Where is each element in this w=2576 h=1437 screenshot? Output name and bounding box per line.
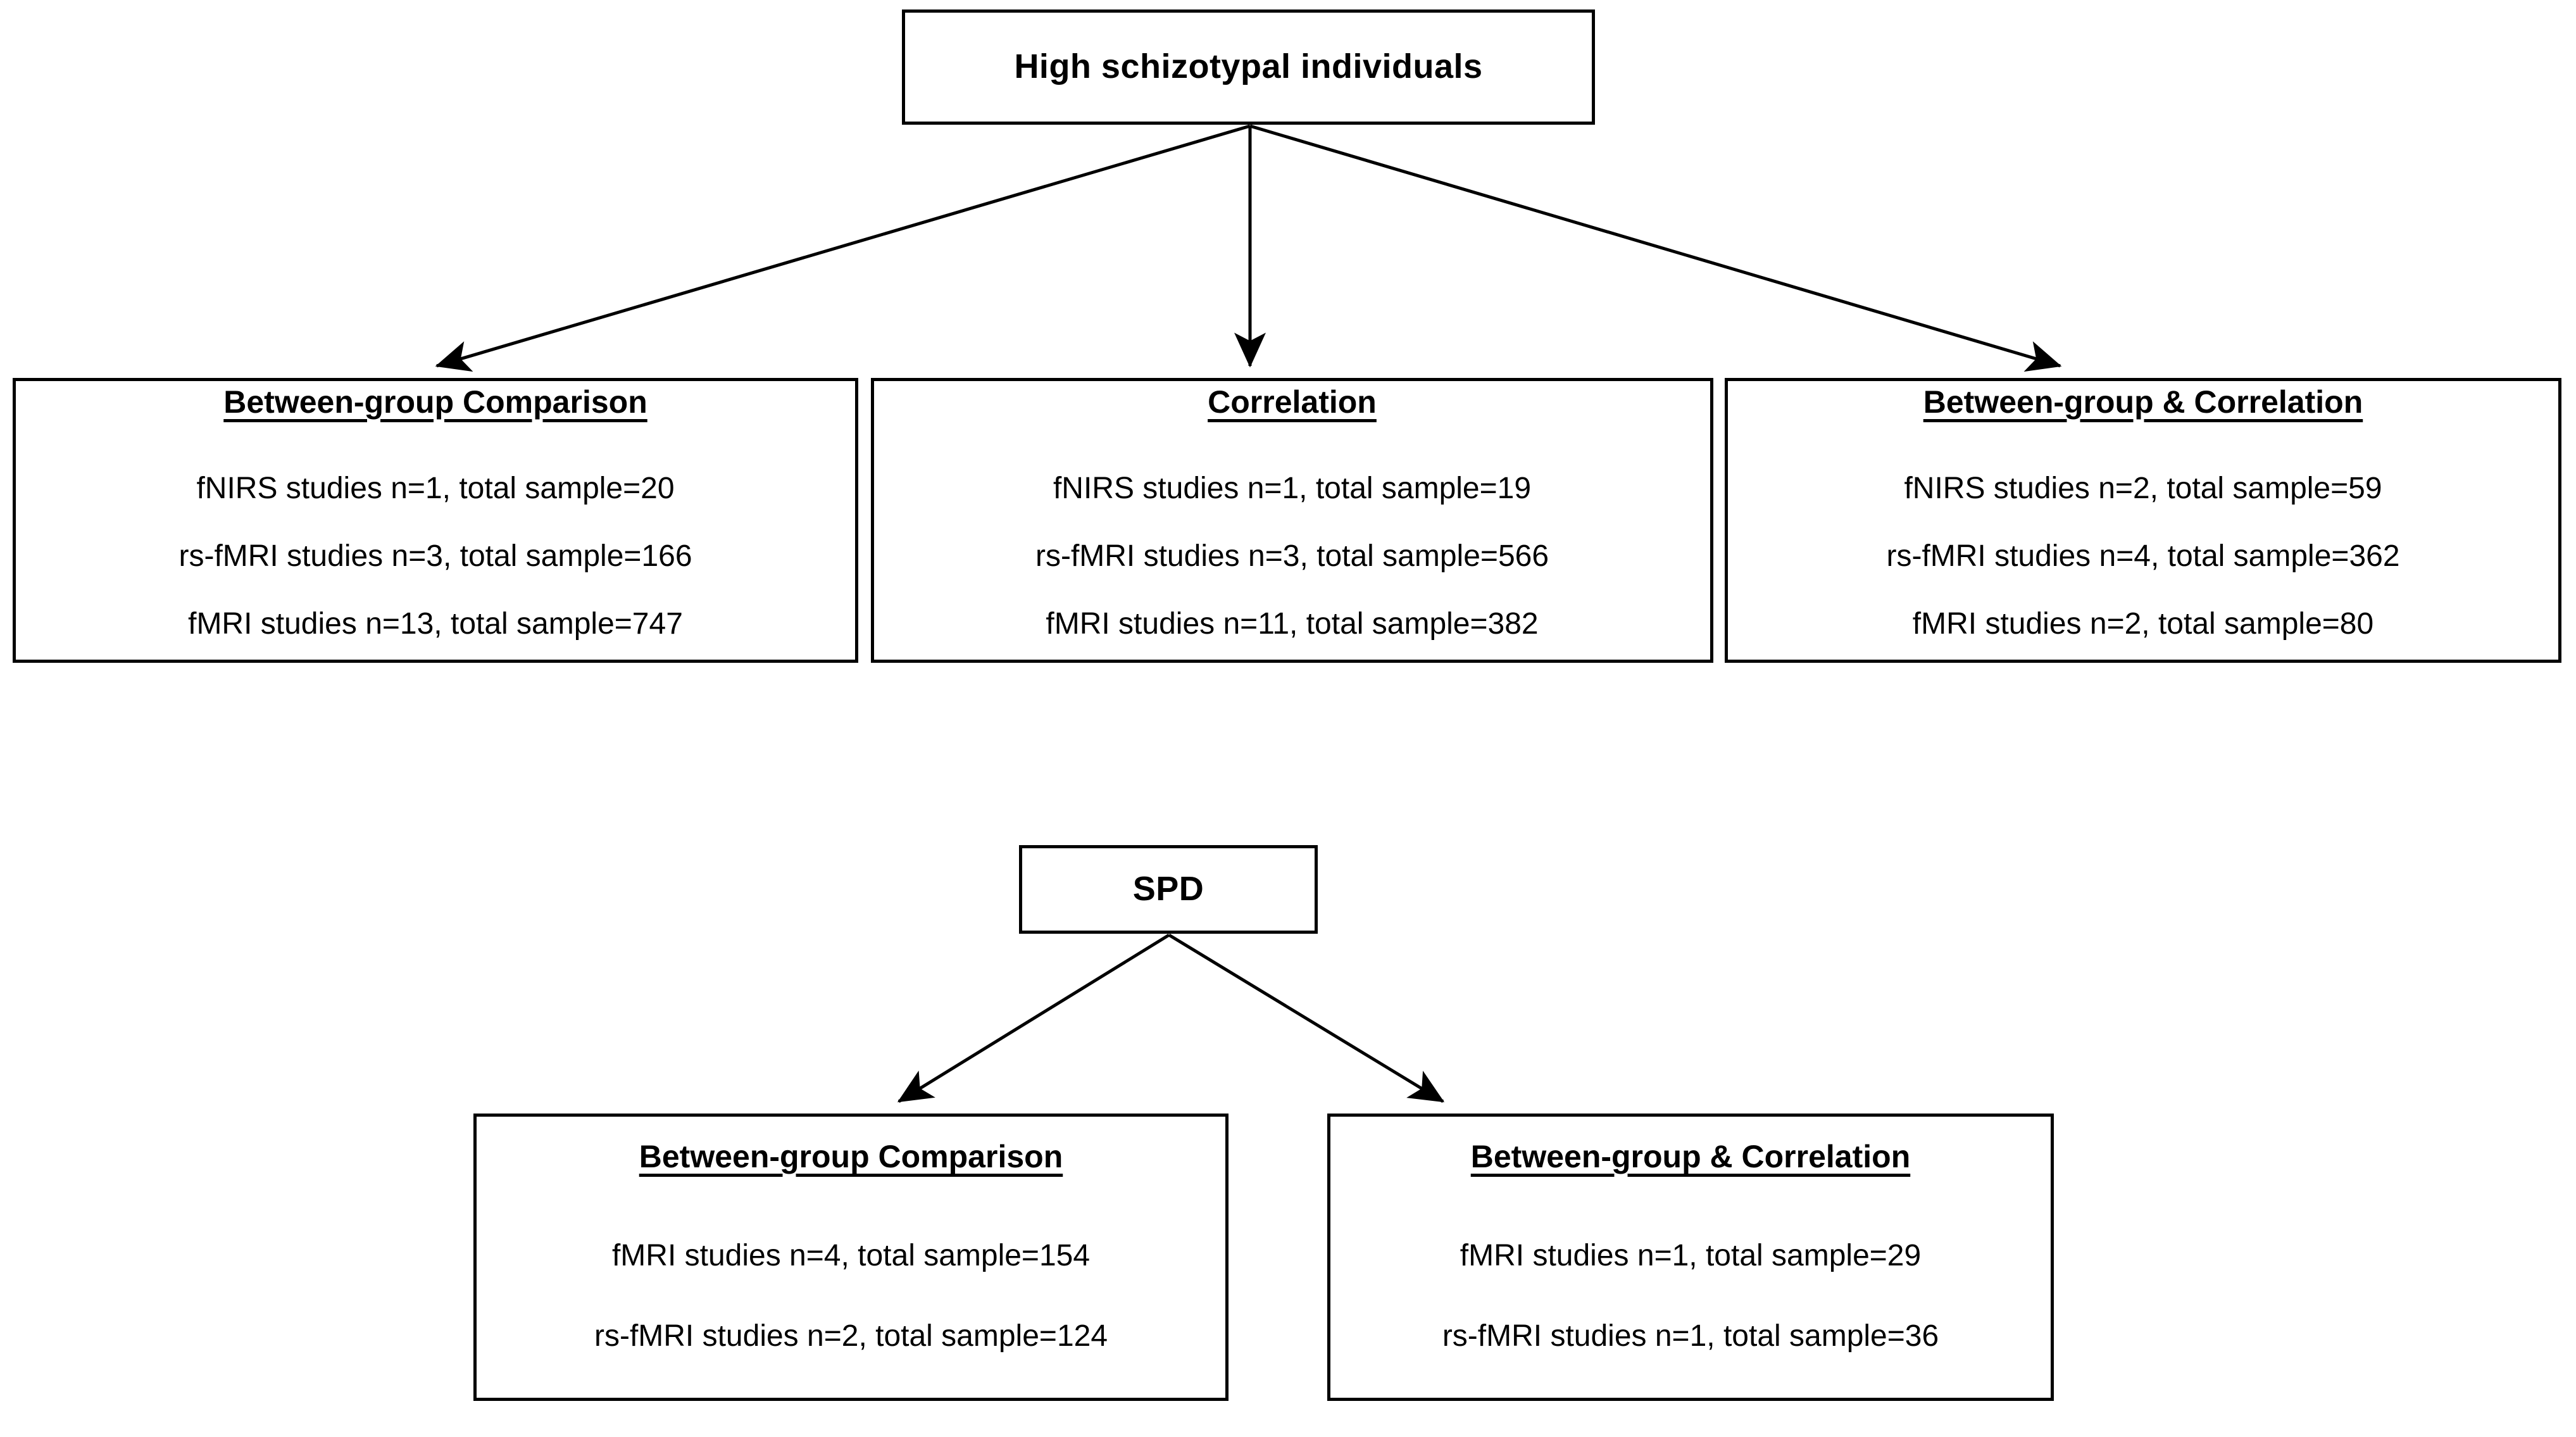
stat-line: fMRI studies n=13, total sample=747: [188, 606, 683, 641]
stat-line: fMRI studies n=11, total sample=382: [1046, 606, 1539, 641]
stat-line: fNIRS studies n=1, total sample=19: [1053, 471, 1532, 505]
node-hs-correlation: Correlation fNIRS studies n=1, total sam…: [871, 378, 1713, 663]
node-title-hs-correlation: Correlation: [1208, 384, 1377, 420]
node-title-spd-between-group-and-correlation: Between-group & Correlation: [1470, 1139, 1911, 1174]
stat-line: fMRI studies n=1, total sample=29: [1460, 1239, 1922, 1272]
stat-line: fMRI studies n=2, total sample=80: [1912, 606, 2374, 641]
node-spd-between-group-and-correlation: Between-group & Correlation fMRI studies…: [1327, 1114, 2054, 1401]
stat-line: fNIRS studies n=2, total sample=59: [1904, 471, 2382, 505]
node-hs-between-group-and-correlation: Between-group & Correlation fNIRS studie…: [1725, 378, 2561, 663]
edge-root-to-hs-between-group: [435, 124, 1251, 372]
stat-line: rs-fMRI studies n=3, total sample=566: [1035, 539, 1549, 573]
edge-spd-to-spd-between-and-correlation: [1168, 933, 1445, 1103]
node-high-schizotypal-individuals: High schizotypal individuals: [902, 9, 1595, 125]
node-body-hs-between-group-and-correlation: fNIRS studies n=2, total sample=59 rs-fM…: [1728, 455, 2558, 658]
node-spd: SPD: [1019, 845, 1318, 934]
stat-line: rs-fMRI studies n=4, total sample=362: [1886, 539, 2400, 573]
node-title-hs-between-group-and-correlation: Between-group & Correlation: [1923, 384, 2363, 420]
edge-spd-to-spd-between-group: [897, 933, 1170, 1103]
stat-line: fMRI studies n=4, total sample=154: [611, 1239, 1091, 1272]
stat-line: rs-fMRI studies n=3, total sample=166: [178, 539, 692, 573]
stat-line: fNIRS studies n=1, total sample=20: [196, 471, 675, 505]
node-title-spd-between-group-comparison: Between-group Comparison: [639, 1139, 1063, 1174]
stat-line: rs-fMRI studies n=1, total sample=36: [1442, 1319, 1939, 1353]
stat-line: rs-fMRI studies n=2, total sample=124: [594, 1319, 1108, 1353]
node-spd-between-group-comparison: Between-group Comparison fMRI studies n=…: [473, 1114, 1229, 1401]
node-body-hs-between-group-comparison: fNIRS studies n=1, total sample=20 rs-fM…: [16, 455, 855, 658]
node-body-spd-between-group-comparison: fMRI studies n=4, total sample=154 rs-fM…: [477, 1215, 1225, 1376]
edge-root-to-hs-between-and-correlation: [1249, 124, 2062, 372]
node-body-hs-correlation: fNIRS studies n=1, total sample=19 rs-fM…: [874, 455, 1710, 658]
node-title-hs-between-group-comparison: Between-group Comparison: [223, 384, 647, 420]
node-title-spd: SPD: [1132, 870, 1204, 908]
node-title-high-schizotypal-individuals: High schizotypal individuals: [1014, 47, 1483, 86]
node-hs-between-group-comparison: Between-group Comparison fNIRS studies n…: [13, 378, 858, 663]
node-body-spd-between-group-and-correlation: fMRI studies n=1, total sample=29 rs-fMR…: [1330, 1215, 2051, 1376]
